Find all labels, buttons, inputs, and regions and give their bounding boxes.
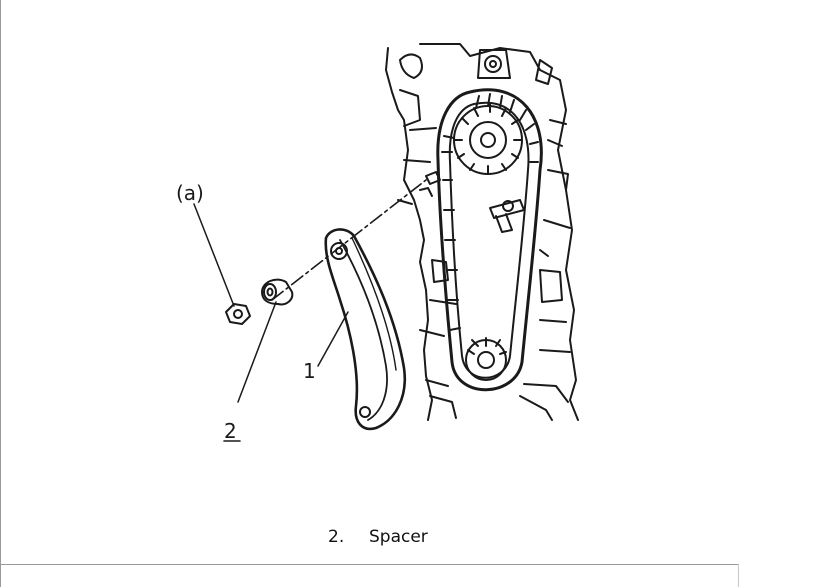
frame-right-tick [738,564,739,587]
spacer [261,278,294,306]
legend-caption: 2. Spacer [328,527,428,547]
engine-block [385,43,579,421]
callout-2: 2 [224,419,237,443]
leader-line-a [193,203,235,307]
alignment-line [271,179,427,301]
callout-a: (a) [176,181,204,205]
nut [225,303,251,325]
timing-chain [436,88,543,392]
guide-bolt [489,199,525,233]
legend-item-number: 2. [328,527,345,547]
leader-line-1 [317,311,349,367]
cam-sprocket [453,103,523,175]
leader-line-2 [237,301,277,403]
legend-item-label: Spacer [369,527,428,547]
callout-1: 1 [303,359,316,383]
chain-tensioner [324,228,407,431]
frame-bottom-border [0,564,738,565]
tensioner-stud [425,171,441,185]
crank-sprocket [465,337,507,381]
frame-left-border [0,0,1,587]
